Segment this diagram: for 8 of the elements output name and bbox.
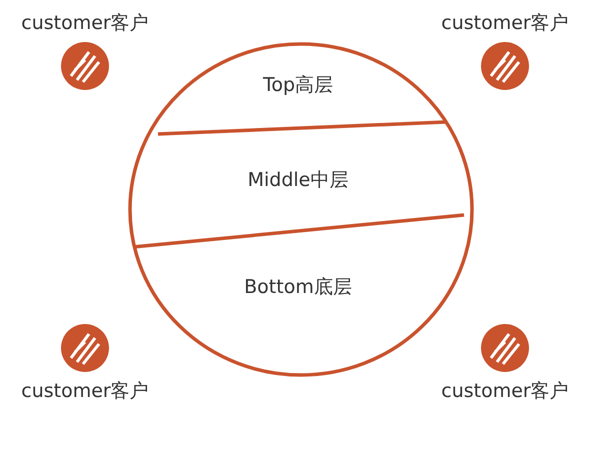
customer-label: customer客户 — [441, 379, 569, 404]
customer-label: customer客户 — [441, 11, 569, 36]
layer-circle — [128, 42, 474, 377]
layer-label: Top高层 — [208, 72, 388, 98]
layer-label: Bottom底层 — [198, 274, 398, 300]
customer-label: customer客户 — [21, 11, 149, 36]
customer-label: customer客户 — [21, 379, 149, 404]
layer-label: Middle中层 — [188, 167, 408, 193]
